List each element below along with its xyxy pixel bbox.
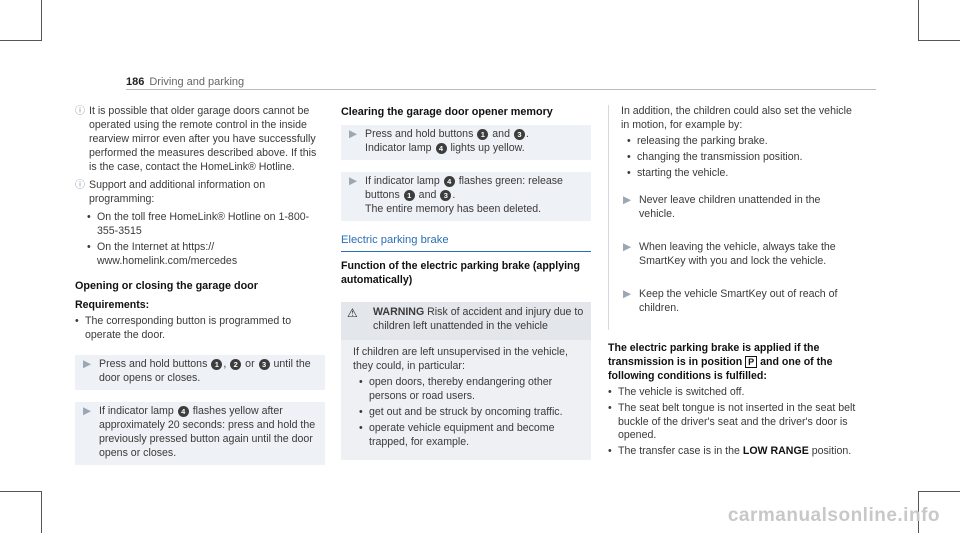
step: ▶ If indicator lamp 4 flashes yellow aft… [75, 401, 325, 465]
section-name: Driving and parking [149, 76, 245, 88]
watermark: carmanualsonline.info [727, 504, 940, 526]
step-text: Keep the vehicle SmartKey out of reach o… [639, 287, 838, 314]
list-item: •On the toll free HomeLink® Hotline on 1… [75, 211, 325, 239]
list-item-text: The transfer case is in the LOW RANGE po… [618, 445, 852, 458]
step-arrow-icon: ▶ [623, 287, 632, 300]
info-icon: ⓘ [75, 179, 85, 191]
crop-mark [41, 0, 42, 41]
crop-mark [41, 491, 42, 533]
page-header: 186 Driving and parking [126, 75, 244, 90]
step-text: When leaving the vehicle, always take th… [639, 240, 836, 267]
warning-continuation: In addition, the children could also set… [608, 105, 858, 330]
page-number: 186 [126, 76, 145, 88]
list-item-text: On the toll free HomeLink® Hotline on 1-… [97, 210, 310, 237]
crop-mark [918, 40, 960, 41]
warning-body: If children are left unsupervised in the… [353, 345, 568, 372]
marker-3: 3 [258, 358, 270, 370]
step-arrow-icon: ▶ [349, 128, 358, 141]
list-item: •The transfer case is in the LOW RANGE p… [608, 445, 852, 458]
note: ⓘ It is possible that older garage doors… [75, 105, 325, 175]
list-item: •On the Internet at https:// www.homelin… [75, 241, 325, 269]
step-arrow-icon: ▶ [623, 193, 632, 206]
marker-3: 3 [513, 129, 525, 141]
marker-4: 4 [435, 143, 447, 155]
list-item-text: starting the vehicle. [637, 166, 729, 179]
list-item: •get out and be struck by oncoming traff… [359, 405, 563, 418]
warning-box: ⚠ WARNING Risk of accident and injury du… [341, 301, 591, 460]
warning-text: Risk of accident and injury due to child… [373, 305, 584, 332]
crop-mark [918, 491, 960, 492]
note-text: It is possible that older garage doors c… [89, 105, 317, 173]
step-arrow-icon: ▶ [623, 240, 632, 253]
step: ▶ Keep the vehicle SmartKey out of reach… [621, 285, 858, 320]
list-item-text: The seat belt tongue is not inserted in … [618, 401, 856, 442]
note-text: Support and additional information on pr… [89, 178, 266, 205]
section-heading: Clearing the garage door opener memory [341, 106, 553, 118]
list-item: •changing the transmission position. [627, 150, 803, 163]
crop-mark [918, 0, 919, 41]
marker-4: 4 [443, 176, 455, 188]
list-item: •starting the vehicle. [627, 166, 729, 179]
list-item-text: releasing the parking brake. [637, 134, 768, 147]
sub-heading: Function of the electric parking brake (… [341, 259, 580, 286]
park-position-icon: P [745, 355, 758, 368]
note: ⓘ Support and additional information on … [75, 179, 325, 207]
list-item-text: open doors, thereby endangering other pe… [369, 375, 553, 402]
warning-label: WARNING [373, 305, 425, 318]
crop-mark [918, 491, 919, 533]
step: ▶ When leaving the vehicle, always take … [621, 238, 858, 273]
list-item-text: get out and be struck by oncoming traffi… [369, 405, 563, 418]
paragraph: In addition, the children could also set… [621, 105, 852, 131]
list-item-text: changing the transmission position. [637, 150, 803, 163]
step: ▶ Press and hold buttons 1 and 3.Indicat… [341, 125, 591, 161]
section-heading: Opening or closing the garage door [75, 279, 258, 292]
warning-icon: ⚠ [347, 305, 358, 320]
marker-4: 4 [177, 405, 189, 417]
step-arrow-icon: ▶ [83, 357, 92, 370]
crop-mark [0, 491, 42, 492]
list-item: •The corresponding button is programmed … [75, 315, 325, 343]
step: ▶ Press and hold buttons 1, 2 or 3 until… [75, 354, 325, 390]
list-item-text: operate vehicle equipment and become tra… [369, 421, 555, 448]
step-text: Press and hold buttons 1, 2 or 3 until t… [99, 357, 311, 384]
step-arrow-icon: ▶ [349, 175, 358, 188]
marker-3: 3 [440, 190, 452, 202]
list-item: •operate vehicle equipment and become tr… [353, 422, 581, 450]
marker-1: 1 [403, 190, 415, 202]
list-item: •open doors, thereby endangering other p… [353, 376, 581, 404]
list-item-text: The corresponding button is programmed t… [85, 314, 292, 341]
step-text: Press and hold buttons 1 and 3.Indicator… [365, 128, 529, 155]
marker-1: 1 [477, 129, 489, 141]
requirements-title: Requirements: [75, 298, 150, 311]
list-item-text: On the Internet at https:// www.homelink… [97, 240, 238, 267]
step-arrow-icon: ▶ [83, 404, 92, 417]
info-icon: ⓘ [75, 106, 85, 117]
list-item: •The seat belt tongue is not inserted in… [608, 402, 858, 444]
step-text: If indicator lamp 4 flashes green: relea… [365, 175, 563, 216]
list-item-text: The vehicle is switched off. [618, 385, 745, 398]
column-3: In addition, the children could also set… [608, 105, 858, 461]
step-text: Never leave children unattended in the v… [639, 193, 821, 220]
sub-heading: The electric parking brake is applied if… [608, 341, 833, 382]
list-item: •The vehicle is switched off. [608, 385, 745, 398]
step-text: If indicator lamp 4 flashes yellow after… [99, 404, 316, 459]
column-1: ⓘ It is possible that older garage doors… [75, 105, 325, 477]
crop-mark [0, 40, 42, 41]
section-title: Electric parking brake [341, 233, 591, 252]
warning-header-text: WARNING Risk of accident and injury due … [373, 306, 587, 334]
warning-header: ⚠ WARNING Risk of accident and injury du… [341, 301, 591, 340]
step: ▶ Never leave children unattended in the… [621, 191, 858, 226]
list-item: •releasing the parking brake. [627, 134, 768, 147]
marker-1: 1 [211, 358, 223, 370]
step: ▶ If indicator lamp 4 flashes green: rel… [341, 172, 591, 222]
header-rule [126, 89, 876, 90]
column-2: Clearing the garage door opener memory ▶… [341, 105, 591, 460]
marker-2: 2 [230, 358, 242, 370]
